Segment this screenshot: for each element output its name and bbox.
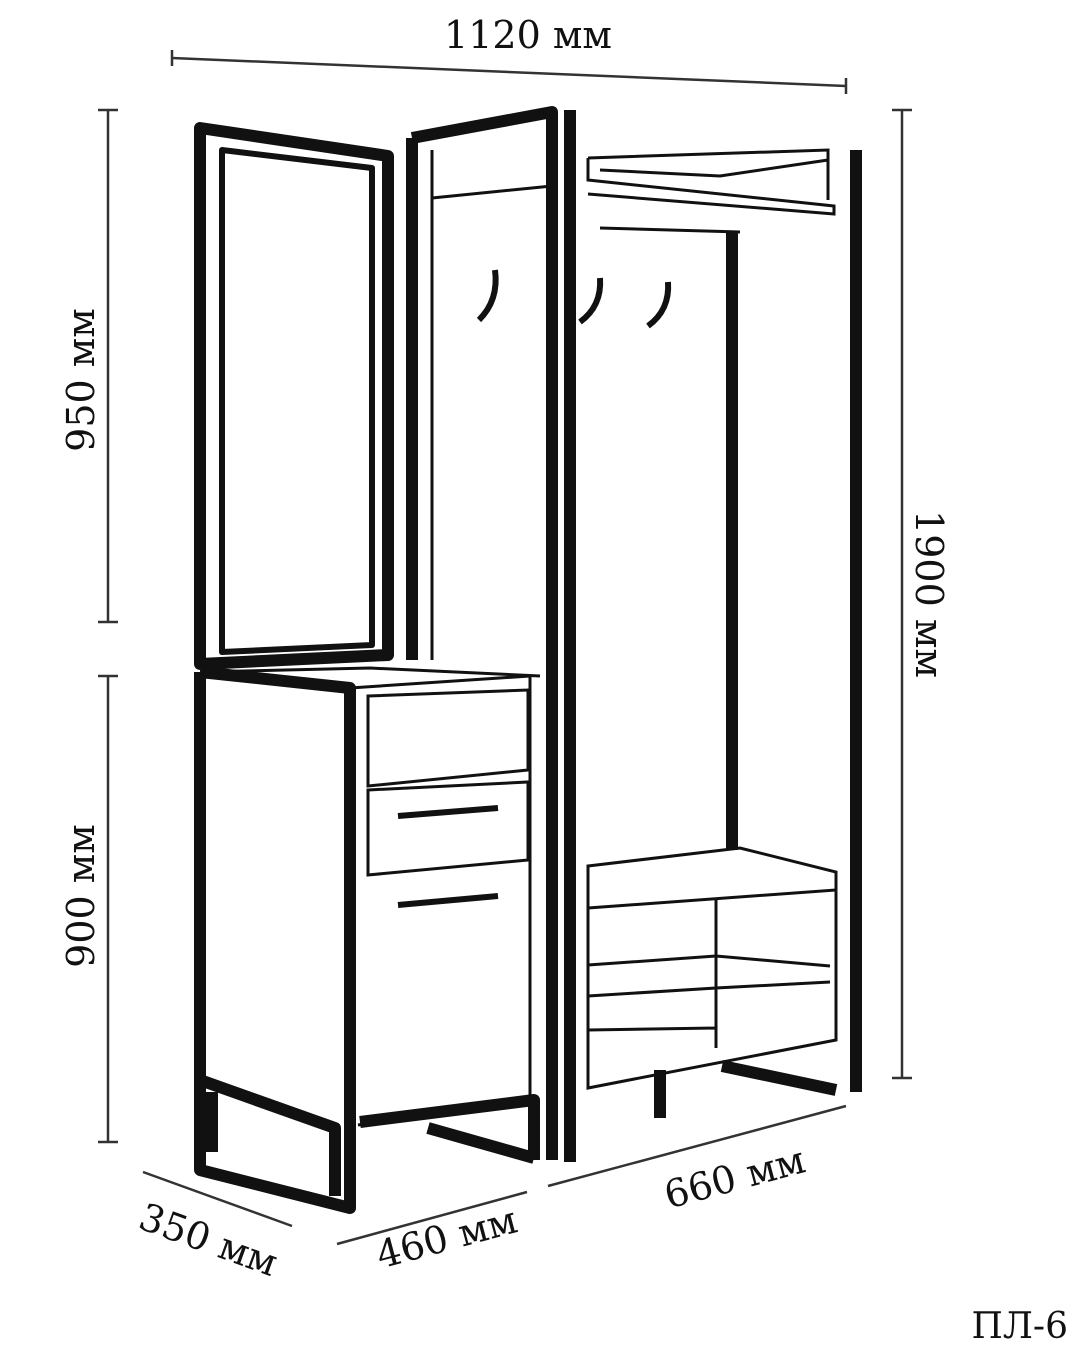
- product-code: ПЛ-6: [971, 1306, 1068, 1347]
- total-width-label: 1120 мм: [444, 13, 612, 57]
- hook-icon: [476, 269, 499, 323]
- lower-height-label: 900 мм: [59, 824, 103, 968]
- upper-height-label: 950 мм: [59, 308, 103, 452]
- mirror-frame: [194, 122, 394, 670]
- depth-label: 350 мм: [133, 1195, 283, 1286]
- hook-icon: [646, 281, 672, 329]
- hook-icon: [578, 277, 604, 325]
- total-height-label: 1900 мм: [907, 510, 951, 678]
- furniture-drawing: [194, 106, 862, 1214]
- dimension-lines: [98, 50, 912, 1246]
- cabinet-width-label: 460 мм: [372, 1198, 522, 1278]
